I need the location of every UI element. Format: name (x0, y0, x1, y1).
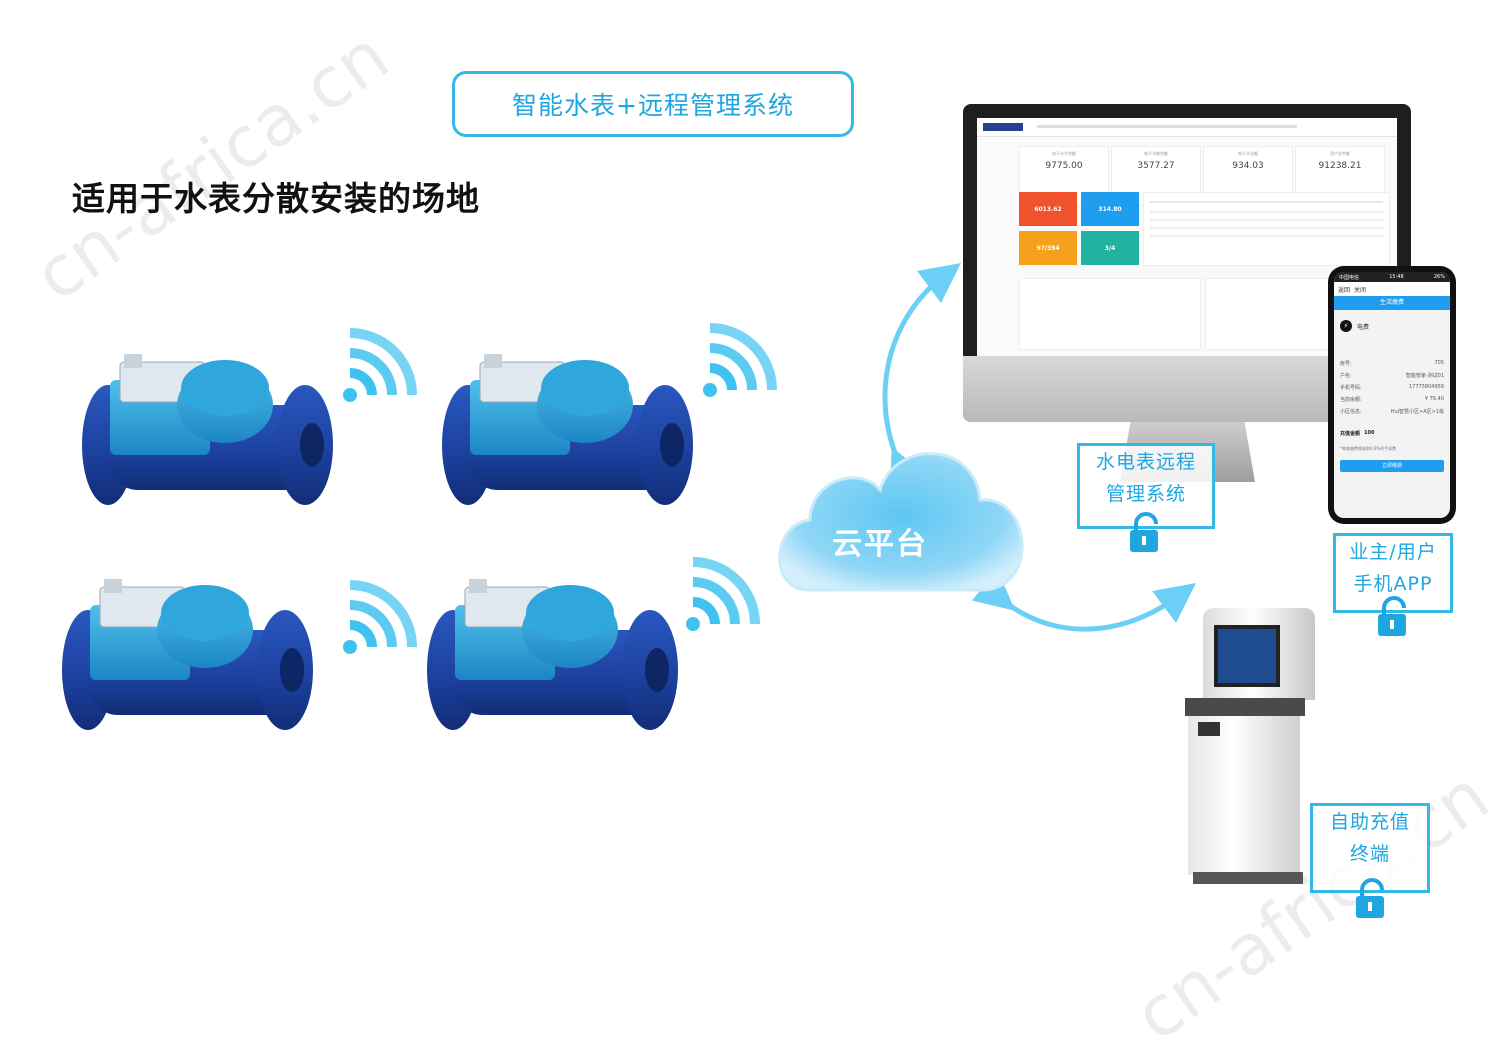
stat-value: 91238.21 (1318, 161, 1362, 171)
info-value: 705 (1434, 360, 1444, 366)
carrier: 中国电信 (1339, 274, 1360, 281)
wifi-icon (686, 557, 760, 631)
info-key: 小区信息: (1340, 409, 1362, 415)
info-value: ¥ 76.40 (1424, 396, 1444, 402)
tile-value: 3/4 (1104, 245, 1116, 252)
label-line: 自助充值 (1329, 811, 1410, 833)
nav-menu (1037, 125, 1297, 128)
info-row: 户名: 智能管家-测试01 (1340, 372, 1444, 379)
stat-title: 电子卡总额 (1238, 151, 1258, 156)
water-meter-icon (82, 354, 333, 505)
wifi-icon (703, 323, 777, 397)
stat-title: 电子卡剩余额 (1144, 151, 1168, 156)
lightning-icon: ⚡ (1340, 320, 1352, 332)
tile-value: 314.80 (1098, 206, 1122, 213)
label-line: 管理系统 (1105, 483, 1186, 505)
info-row: 手机号码: 17775804959 (1340, 384, 1444, 391)
water-meter-icon (427, 579, 678, 730)
amount-label: 充值金额 (1340, 431, 1361, 437)
dashboard-screen: 电子卡号余额 9775.00 电子卡剩余额 3577.27 电子卡总额 934.… (977, 118, 1397, 356)
tile: 6013.62 (1019, 192, 1077, 226)
service-row: ⚡ 电费 (1340, 320, 1369, 332)
label-line: 水电表远程 (1095, 451, 1196, 473)
dashboard-topbar (977, 118, 1397, 137)
stat-title: 用户总余额 (1330, 151, 1350, 156)
wifi-icon (343, 580, 417, 654)
label-line: 手机APP (1353, 573, 1433, 595)
kiosk-shelf (1185, 698, 1305, 716)
lock-icon (1356, 878, 1384, 918)
info-key: 当前余额: (1340, 397, 1362, 403)
tile: 3/4 (1081, 231, 1139, 265)
amount-row: 充值金额 100 (1340, 430, 1444, 437)
stat-value: 934.03 (1232, 161, 1264, 171)
title-box: 智能水表+远程管理系统 (452, 71, 854, 137)
time: 15:48 (1389, 274, 1404, 280)
arrow-cloud-to-kiosk (971, 569, 1197, 632)
amount-input[interactable]: 100 (1364, 430, 1375, 436)
info-key: 户名: (1340, 373, 1352, 379)
stat-title: 电子卡号余额 (1052, 151, 1076, 156)
kiosk-base (1193, 872, 1303, 884)
cloud-label: 云平台 (832, 527, 928, 562)
lock-icon (1378, 596, 1406, 636)
kiosk-screen (1214, 625, 1280, 687)
page-heading: 适用于水表分散安装的场地 (72, 179, 480, 218)
logo (983, 123, 1023, 131)
kiosk-slot (1198, 722, 1220, 736)
info-value: 17775804959 (1409, 384, 1444, 390)
info-row: 房号: 705 (1340, 360, 1444, 367)
tile-value: 97/394 (1036, 245, 1060, 252)
water-meter-icon (62, 579, 313, 730)
info-key: 房号: (1340, 361, 1352, 367)
info-row: 当前余额: ¥ 76.40 (1340, 396, 1444, 403)
diagram-graphics (62, 262, 1197, 730)
dashboard-chart-left (1019, 278, 1201, 350)
phone-screen: 中国电信 15:48 26% 返回 关闭 生活缴费 ⚡ 电费 房号: 705 户名… (1334, 272, 1450, 518)
status-bar: 中国电信 15:48 26% (1334, 272, 1450, 282)
page-title: 智能水表+远程管理系统 (512, 91, 794, 120)
battery: 26% (1433, 274, 1445, 280)
dashboard-table (1143, 192, 1390, 266)
tile-value: 6013.62 (1034, 206, 1062, 213)
stat-value: 3577.27 (1137, 161, 1175, 171)
arrow-cloud-to-monitor (882, 262, 961, 492)
fee-note: *每笔缴费将收取0.6%的手续费 (1340, 446, 1397, 451)
phone-header: 生活缴费 (1334, 296, 1450, 310)
stat-value: 9775.00 (1045, 161, 1083, 171)
info-row: 小区信息: Hui智慧小区>A区>1栋 (1340, 408, 1444, 415)
tile: 97/394 (1019, 231, 1077, 265)
info-value: 智能管家-测试01 (1405, 373, 1444, 379)
service-name: 电费 (1357, 323, 1370, 331)
lock-icon (1130, 512, 1158, 552)
cloud-icon (778, 452, 1024, 592)
back-button[interactable]: 返回 (1338, 286, 1351, 294)
tile: 314.80 (1081, 192, 1139, 226)
water-meter-icon (442, 354, 693, 505)
info-value: Hui智慧小区>A区>1栋 (1390, 409, 1444, 415)
close-button[interactable]: 关闭 (1354, 286, 1367, 294)
info-key: 手机号码: (1340, 385, 1362, 391)
label-kiosk: 自助充值 终端 (1310, 803, 1430, 893)
nav-bar: 返回 关闭 (1334, 282, 1450, 296)
label-line: 终端 (1349, 843, 1390, 865)
label-line: 业主/用户 (1349, 541, 1437, 563)
pay-button[interactable]: 立即缴费 (1340, 460, 1444, 472)
wifi-icon (343, 328, 417, 402)
